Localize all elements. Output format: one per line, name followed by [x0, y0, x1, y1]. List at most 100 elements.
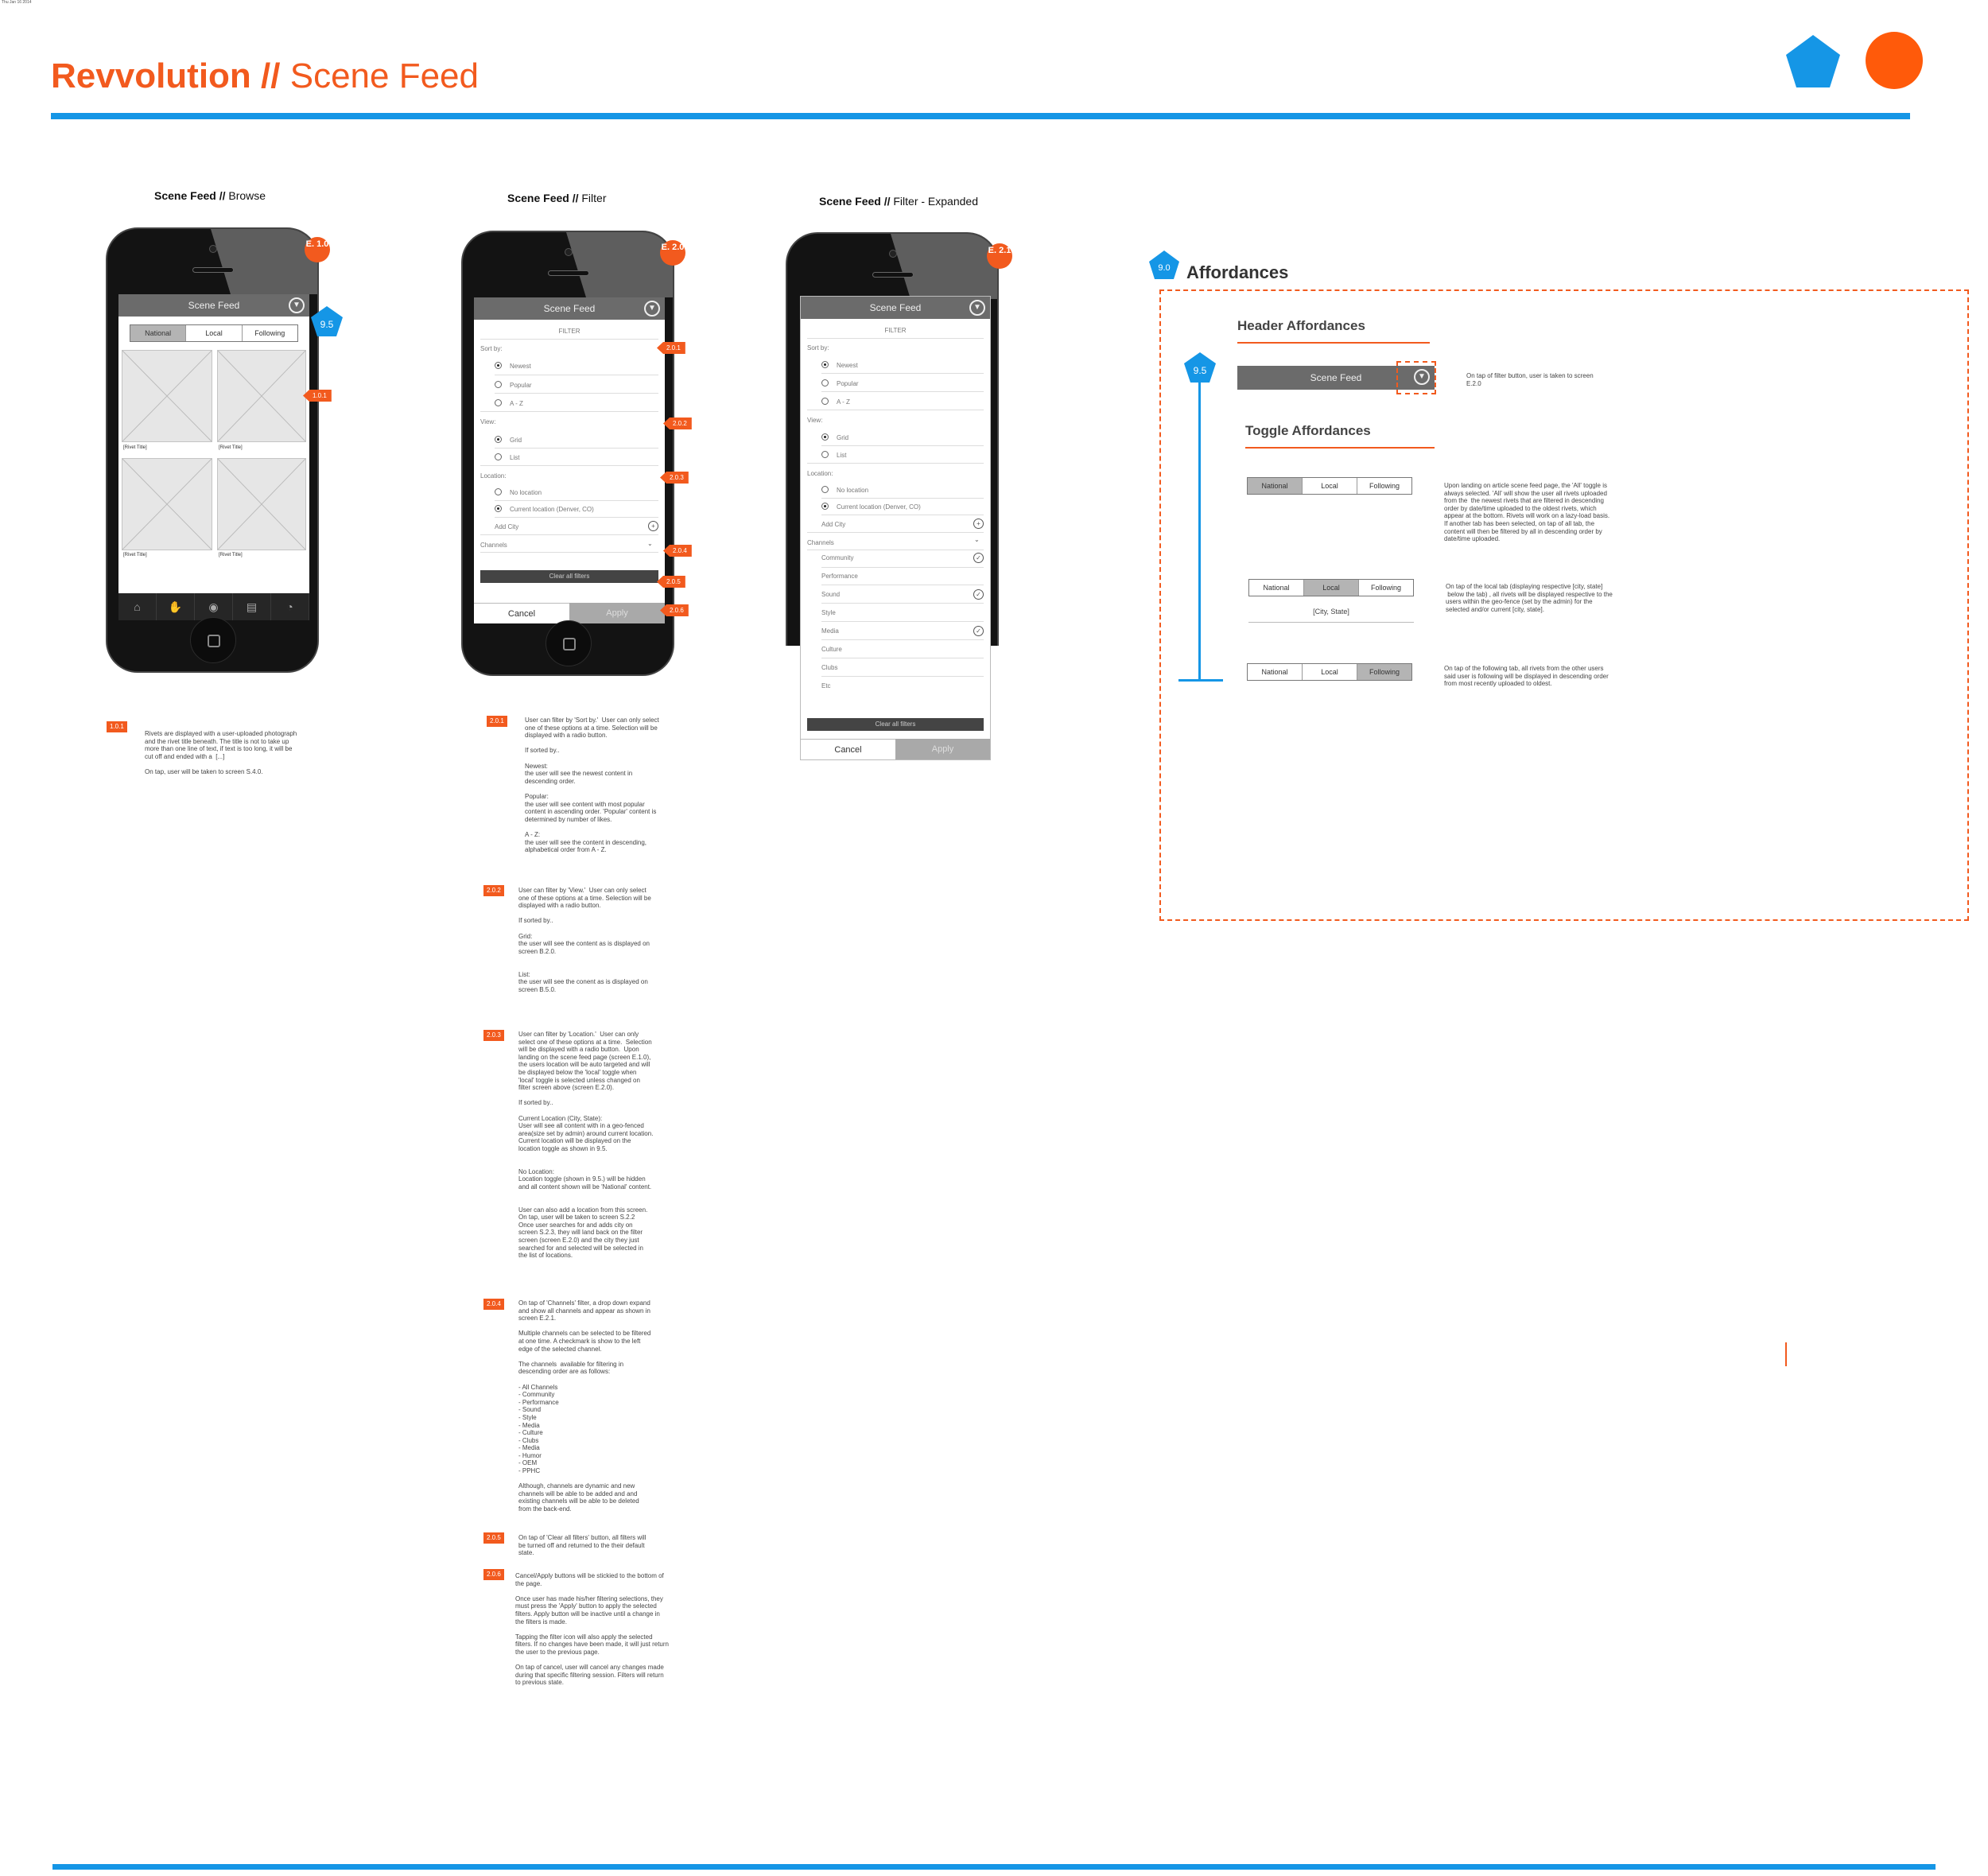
channel-item[interactable]: Culture	[821, 646, 842, 653]
cancel-button[interactable]: Cancel	[474, 603, 569, 623]
page-title: Revvolution // Scene Feed	[51, 56, 479, 95]
channel-item[interactable]: Media	[821, 627, 839, 635]
sort-popular[interactable]: Popular	[821, 379, 859, 387]
toggle-local[interactable]: Local	[1303, 664, 1357, 680]
note-chip: 2.0.6	[483, 1569, 504, 1580]
note-chip: 2.0.5	[483, 1532, 504, 1544]
location-none[interactable]: No location	[821, 486, 868, 494]
view-list[interactable]: List	[821, 451, 846, 459]
city-state-label: [City, State]	[1313, 608, 1349, 616]
action-bar: Cancel Apply	[474, 603, 665, 623]
rivet-title: [Rivet Title]	[123, 553, 147, 557]
callout-tag-101: 1.0.1	[303, 390, 332, 402]
print-date: Thu Jan 16 2014	[2, 0, 32, 5]
action-bar: Cancel Apply	[801, 739, 990, 759]
view-grid[interactable]: Grid	[821, 433, 848, 441]
home-icon[interactable]: ⌂	[118, 593, 157, 620]
rivet-tile[interactable]	[122, 350, 212, 442]
add-icon[interactable]: +	[973, 519, 984, 529]
note-chip: 2.0.2	[483, 885, 504, 896]
affordance-nav-bar: Scene Feed▼	[1237, 366, 1435, 390]
callout-tag-203: 2.0.3	[660, 472, 689, 484]
toggle-national[interactable]: National	[1248, 664, 1303, 680]
note-local: On tap of the local tab (displaying resp…	[1446, 583, 1613, 613]
sort-az[interactable]: A - Z	[821, 398, 850, 406]
toggle-local-state[interactable]: National Local Following	[1248, 579, 1414, 596]
feed-icon[interactable]: ◔	[271, 593, 309, 620]
hand-icon[interactable]: ✋	[157, 593, 195, 620]
toggle-following[interactable]: Following	[254, 329, 285, 337]
header-rule	[51, 113, 1910, 119]
add-city[interactable]: Add City	[495, 523, 519, 530]
add-icon[interactable]: +	[648, 521, 658, 531]
toggle-national[interactable]: National	[1248, 478, 1303, 494]
phone-browse: Scene Feed▼ National Local Following [Ri…	[106, 227, 319, 673]
rivet-tile[interactable]	[217, 350, 306, 442]
note-201: User can filter by 'Sort by.' User can o…	[525, 717, 659, 854]
sort-popular[interactable]: Popular	[495, 381, 532, 389]
clear-filters-button[interactable]: Clear all filters	[807, 718, 984, 731]
grid-icon[interactable]: ▤	[233, 593, 271, 620]
note-chip: 2.0.4	[483, 1299, 504, 1310]
note-202: User can filter by 'View.' User can only…	[518, 887, 651, 993]
filter-icon[interactable]: ▼	[969, 300, 985, 316]
toggle-local[interactable]: Local	[186, 325, 243, 341]
note-chip: 2.0.1	[487, 716, 507, 727]
location-none[interactable]: No location	[495, 488, 542, 496]
toggle-following[interactable]: Following	[1369, 482, 1400, 490]
filter-icon[interactable]: ▼	[1414, 369, 1430, 385]
callout-tag-201: 2.0.1	[657, 342, 685, 354]
channel-item[interactable]: Clubs	[821, 664, 838, 671]
toggle-national-state[interactable]: National Local Following	[1247, 477, 1412, 495]
apply-button[interactable]: Apply	[895, 739, 990, 759]
pentagon-section-icon: 9.0	[1149, 251, 1179, 279]
callout-tag-202: 2.0.2	[663, 418, 692, 429]
channel-item[interactable]: Performance	[821, 573, 858, 580]
filter-icon[interactable]: ▼	[644, 301, 660, 317]
note-chip: 2.0.3	[483, 1030, 504, 1041]
camera-icon[interactable]: ◉	[195, 593, 233, 620]
channel-item[interactable]: Community	[821, 554, 854, 561]
channels-dropdown[interactable]: Channels	[480, 542, 507, 549]
sort-newest[interactable]: Newest	[821, 361, 858, 369]
cancel-button[interactable]: Cancel	[801, 739, 895, 759]
channels-dropdown[interactable]: Channels	[807, 539, 834, 546]
location-toggle[interactable]: National Local Following	[130, 324, 298, 342]
add-city[interactable]: Add City	[821, 521, 846, 528]
toggle-local[interactable]: Local	[1304, 580, 1359, 596]
filter-icon[interactable]: ▼	[289, 297, 305, 313]
channel-item[interactable]: Sound	[821, 591, 841, 598]
sort-label: Sort by:	[807, 344, 829, 352]
location-current[interactable]: Current location (Denver, CO)	[495, 505, 594, 513]
note-following: On tap of the following tab, all rivets …	[1444, 665, 1609, 688]
rivet-tile[interactable]	[122, 458, 212, 550]
nav-bar: Scene Feed▼	[801, 297, 990, 319]
toggle-national[interactable]: National	[130, 325, 187, 341]
toggle-following[interactable]: Following	[1357, 664, 1411, 680]
toggle-national[interactable]: National	[1249, 580, 1304, 596]
note-chip: 1.0.1	[107, 721, 127, 732]
note-203: User can filter by 'Location.' User can …	[518, 1031, 654, 1260]
channel-item[interactable]: Style	[821, 609, 836, 616]
toggle-local[interactable]: Local	[1303, 478, 1357, 494]
rivet-tile[interactable]	[217, 458, 306, 550]
view-grid[interactable]: Grid	[495, 436, 522, 444]
location-label: Location:	[807, 470, 833, 477]
circle-logo-icon	[1866, 32, 1923, 89]
screen-badge-e10: E. 1.0	[305, 237, 330, 262]
header-affordances-title: Header Affordances	[1237, 318, 1365, 333]
apply-button[interactable]: Apply	[569, 603, 665, 623]
toggle-following[interactable]: Following	[1370, 584, 1402, 592]
home-button	[190, 617, 236, 663]
sort-az[interactable]: A - Z	[495, 399, 523, 407]
callout-tag-204: 2.0.4	[663, 545, 692, 557]
view-list[interactable]: List	[495, 453, 519, 461]
location-current[interactable]: Current location (Denver, CO)	[821, 503, 921, 511]
toggle-following-state[interactable]: National Local Following	[1247, 663, 1412, 681]
sort-newest[interactable]: Newest	[495, 362, 531, 370]
channel-item[interactable]: Etc	[821, 682, 831, 689]
rivet-title: [Rivet Title]	[123, 445, 147, 450]
phone-filter: Scene Feed▼ FILTER Sort by: Newest Popul…	[461, 231, 674, 676]
pentagon-logo-icon	[1786, 35, 1840, 87]
clear-filters-button[interactable]: Clear all filters	[480, 570, 658, 583]
